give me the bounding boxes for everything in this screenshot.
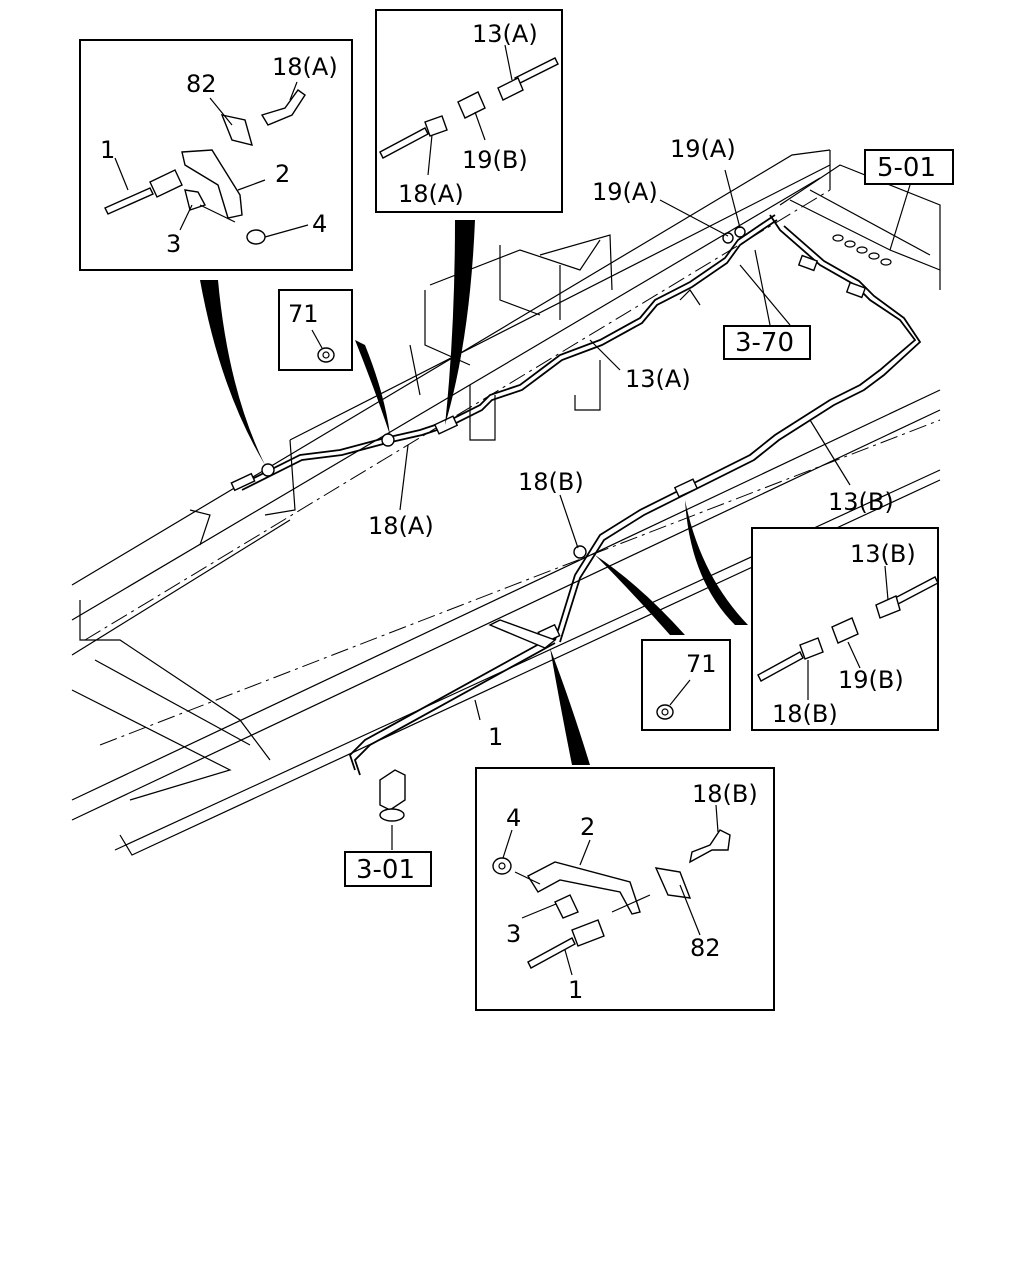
ref-box-5-01[interactable]: 5-01: [864, 149, 954, 185]
label-19a-mid: 19(A): [592, 178, 658, 206]
crossmember-holes: [832, 234, 892, 266]
fuel-pipe-13b: [554, 214, 922, 643]
detail-bottom: 4 2 18(B) 3 82 1: [475, 767, 775, 1011]
ref-5-01-text: 5-01: [877, 153, 936, 183]
bt-label-2: 2: [580, 813, 595, 841]
tl-label-3: 3: [166, 230, 181, 258]
ref-3-01-text: 3-01: [356, 855, 415, 885]
main-view-leaders: [391, 169, 911, 850]
detail-callout-swooshes: [200, 220, 748, 765]
ref-box-3-70[interactable]: 3-70: [723, 325, 811, 360]
tc-label-18a: 18(A): [398, 180, 464, 208]
fuel-pipe-1: [348, 637, 556, 776]
label-13a: 13(A): [625, 365, 691, 393]
detail-top-center: 13(A) 19(B) 18(A): [375, 9, 563, 213]
rt-label-18b: 18(B): [772, 700, 838, 728]
label-18a: 18(A): [368, 512, 434, 540]
tc-label-19b: 19(B): [462, 146, 528, 174]
ref-3-70-text: 3-70: [735, 328, 794, 358]
w71r-label-71: 71: [686, 650, 717, 678]
tl-label-82: 82: [186, 70, 217, 98]
bt-label-18b: 18(B): [692, 780, 758, 808]
tl-label-4: 4: [312, 210, 327, 238]
label-18b: 18(B): [518, 468, 584, 496]
rt-label-13b: 13(B): [850, 540, 916, 568]
tl-label-2: 2: [275, 160, 290, 188]
detail-71-left: 71: [278, 289, 353, 371]
bt-label-1: 1: [568, 976, 583, 1004]
bt-label-3: 3: [506, 920, 521, 948]
tl-label-18a: 18(A): [272, 53, 338, 81]
label-1: 1: [488, 723, 503, 751]
bt-label-4: 4: [506, 804, 521, 832]
tc-label-13a: 13(A): [472, 20, 538, 48]
label-19a-top: 19(A): [670, 135, 736, 163]
detail-71-right: 71: [641, 639, 731, 731]
detail-top-left: 82 18(A) 1 2 3 4: [79, 39, 353, 271]
w71l-label-71: 71: [288, 300, 319, 328]
rt-label-19b: 19(B): [838, 666, 904, 694]
detail-right: 13(B) 19(B) 18(B): [751, 527, 939, 731]
label-13b: 13(B): [828, 488, 894, 516]
tl-label-1: 1: [100, 136, 115, 164]
bt-label-82: 82: [690, 934, 721, 962]
main-view-fittings: [230, 226, 867, 822]
chassis-frame: [71, 149, 941, 856]
ref-box-3-01[interactable]: 3-01: [344, 851, 432, 887]
